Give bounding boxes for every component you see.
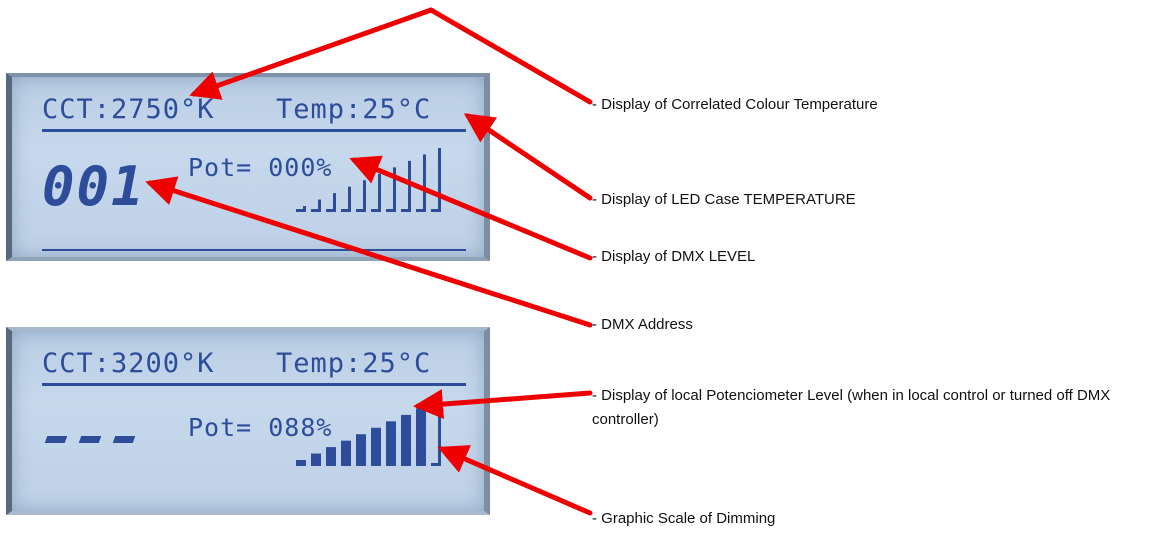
dimming-bar	[416, 154, 426, 212]
lcd-display-dmx-mode: CCT:2750°K Temp:25°C 001 Pot= 000%	[6, 73, 490, 261]
dimming-bar	[311, 453, 321, 466]
arrow-to-pot-level	[413, 389, 593, 420]
dimming-bar	[431, 148, 441, 212]
cct-readout: CCT:2750°K	[42, 94, 215, 125]
bottom-line	[42, 249, 466, 251]
dimming-bar	[311, 199, 321, 212]
label-pot-level: - Display of local Potenciometer Level (…	[592, 387, 1111, 428]
arrow-to-dmx-address	[145, 176, 593, 328]
dimming-bar	[401, 160, 411, 212]
label-graphic-scale: - Graphic Scale of Dimming	[592, 510, 776, 527]
dimming-bar	[431, 402, 441, 466]
dimming-bar	[386, 421, 396, 466]
divider-line	[42, 383, 466, 386]
dmx-level-readout: Pot= 000%	[188, 153, 333, 182]
dimming-bar	[416, 408, 426, 466]
dimming-scale-graphic	[296, 148, 441, 212]
label-led-temperature: - Display of LED Case TEMPERATURE	[592, 191, 856, 208]
label-dmx-address: - DMX Address	[592, 316, 693, 333]
dimming-scale-graphic	[296, 402, 441, 466]
dimming-bar	[401, 414, 411, 466]
arrow-cct-to-label	[428, 7, 593, 105]
arrow-to-cct	[189, 7, 434, 100]
dimming-bar	[371, 427, 381, 466]
arrow-to-dmx-level	[349, 155, 593, 261]
dmx-address-readout: 001	[42, 155, 146, 218]
pot-level-readout: Pot= 088%	[188, 413, 333, 442]
dimming-bar	[386, 167, 396, 212]
dimming-bar	[341, 440, 351, 466]
dimming-bar	[356, 434, 366, 466]
dimming-bar	[326, 447, 336, 466]
dimming-bar	[296, 206, 306, 212]
temperature-readout: Temp:25°C	[276, 94, 432, 125]
dimming-bar	[296, 460, 306, 466]
lcd-display-local-mode: CCT:3200°K Temp:25°C Pot= 088%	[6, 327, 490, 515]
label-dmx-level: - Display of DMX LEVEL	[592, 248, 756, 265]
arrow-to-graphic-scale	[437, 445, 593, 516]
dimming-bar	[341, 186, 351, 212]
cct-readout: CCT:3200°K	[42, 348, 215, 379]
dimming-bar	[356, 180, 366, 212]
divider-line	[42, 129, 466, 132]
dimming-bar	[326, 193, 336, 212]
temperature-readout: Temp:25°C	[276, 348, 432, 379]
label-cct: - Display of Correlated Colour Temperatu…	[592, 96, 878, 113]
arrow-to-temperature	[463, 113, 593, 201]
dimming-bar	[371, 173, 381, 212]
